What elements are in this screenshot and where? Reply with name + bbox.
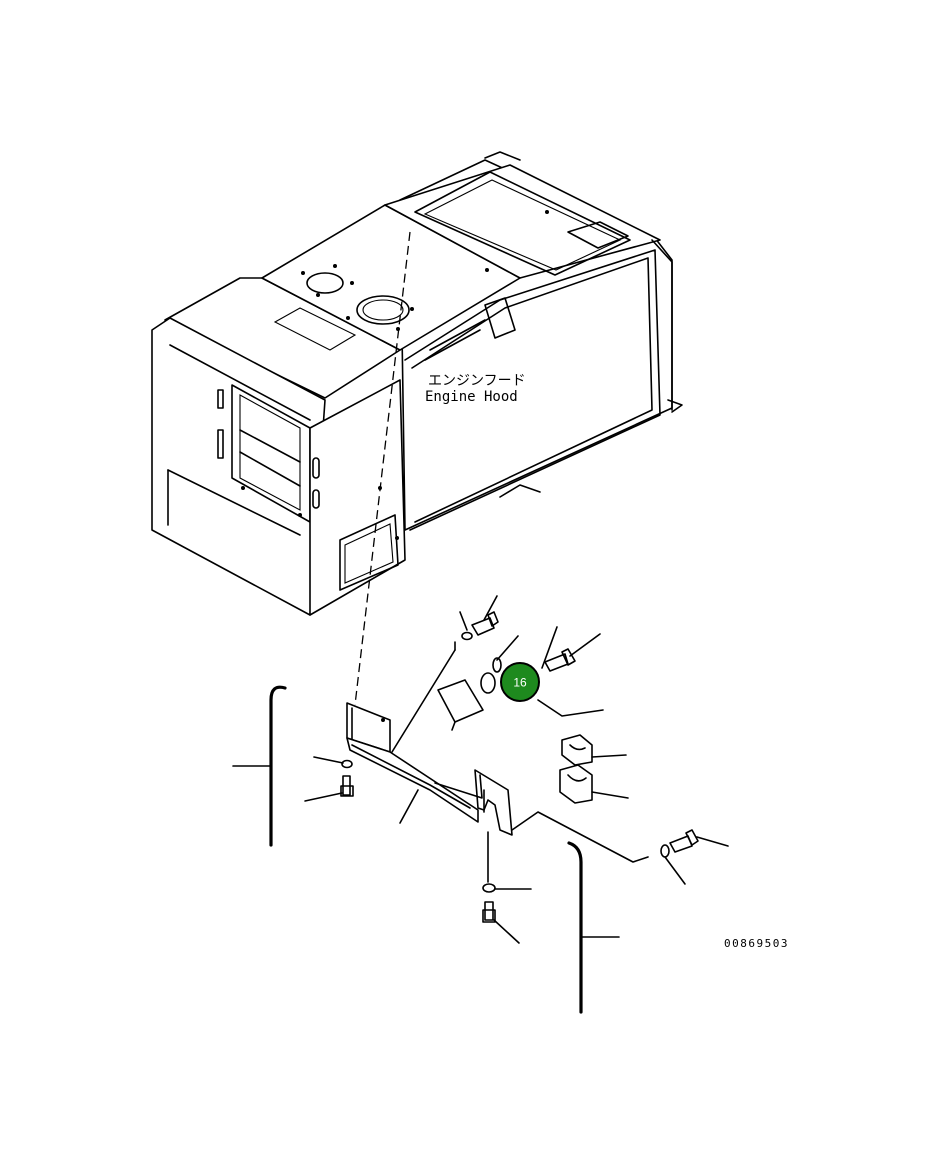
callout-16[interactable]: 16 <box>500 662 540 702</box>
label-english: Engine Hood <box>425 389 518 405</box>
engine-hood-drawing <box>151 151 683 616</box>
assembly-line <box>354 231 411 706</box>
figure-number: 00869503 <box>724 937 789 950</box>
section-brackets <box>232 685 620 1014</box>
hardware-drawing <box>304 595 729 944</box>
label-japanese: エンジンフード <box>428 373 526 389</box>
bracket-drawing <box>346 641 649 863</box>
callout-16-number: 16 <box>513 676 527 690</box>
